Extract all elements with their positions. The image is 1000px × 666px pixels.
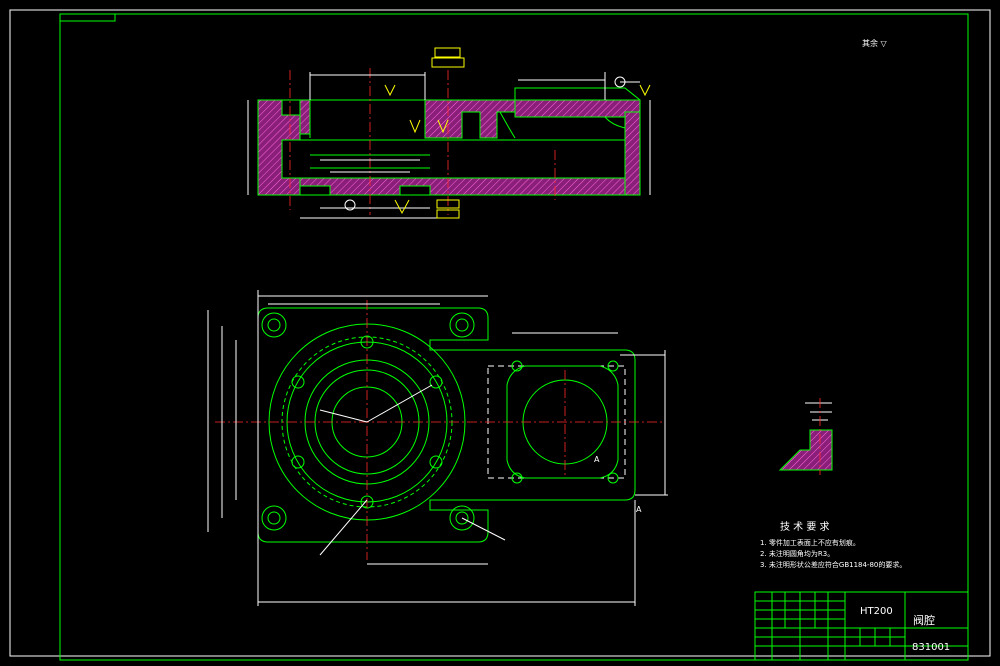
- corner-tag-box: [59, 13, 116, 22]
- tech-req-item-3: 3. 未注明形状公差应符合GB1184-80的要求。: [760, 560, 906, 569]
- section-hatch-right-wall: [624, 111, 641, 196]
- tech-req-item-1: 1. 零件加工表面上不应有划痕。: [760, 538, 860, 547]
- sheet-inner-border: [59, 13, 969, 661]
- sheet-outer-border: [9, 9, 991, 657]
- section-marker-a-plan: A: [594, 455, 600, 464]
- tech-req-heading: 技 术 要 求: [780, 520, 830, 533]
- title-block: [754, 591, 969, 661]
- title-block-drawing-no: 831001: [912, 642, 950, 653]
- section-hatch-bottom-plate: [299, 177, 626, 196]
- section-hatch-left-wall: [257, 99, 301, 196]
- section-hatch-boss: [424, 99, 516, 139]
- title-block-material: HT200: [860, 606, 893, 617]
- plan-view: [207, 290, 668, 606]
- section-view: [247, 47, 651, 219]
- detail-view: [778, 398, 833, 475]
- title-block-part-name: 阀腔: [913, 613, 935, 627]
- section-hatch-right-top: [514, 99, 641, 118]
- tech-req-item-2: 2. 未注明圆角均为R3。: [760, 549, 834, 558]
- section-hatch-top-rib: [299, 99, 311, 135]
- section-marker-a-edge: A: [636, 505, 642, 514]
- surface-finish-note: 其余 ▽: [862, 38, 888, 48]
